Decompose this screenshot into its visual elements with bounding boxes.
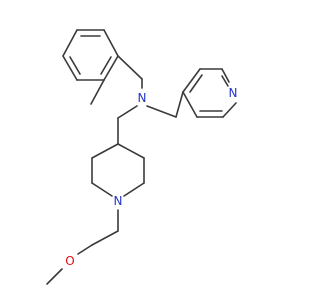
bond [77,244,93,255]
bond [90,79,105,105]
bond [175,91,184,118]
piperidine-nitrogen-label: N [114,194,123,208]
bond [103,55,119,81]
ether-oxygen-label: O [65,254,74,268]
bond [221,68,230,83]
bond [46,268,63,285]
bond [222,102,237,118]
bond [91,143,119,159]
double-bond [221,75,229,87]
bond [103,29,119,57]
bond [91,182,113,197]
double-bond [189,74,203,93]
bond-layer [46,29,237,285]
bond [91,230,119,246]
bond [117,55,143,80]
bond [123,182,145,197]
bond [62,55,78,81]
pyridine-nitrogen-label: N [229,86,238,100]
amine-nitrogen-label: N [138,91,147,105]
bond [117,105,138,119]
structure-diagram: N N N O [46,29,237,285]
double-bond [100,56,112,75]
bond [146,105,177,118]
bond [182,91,198,118]
double-bond [69,56,81,75]
bond [62,29,78,57]
bond [182,68,201,93]
atom-label-layer: N N N O [65,86,237,268]
bond [117,143,145,159]
